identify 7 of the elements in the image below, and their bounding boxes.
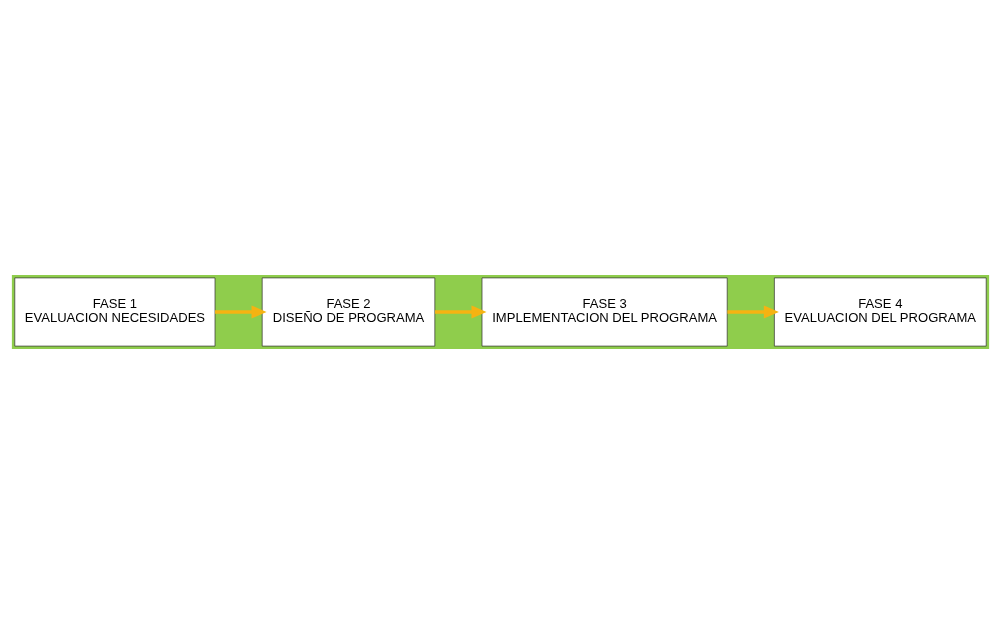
node-box: FASE 2 DISEÑO DE PROGRAMA — [261, 277, 436, 347]
arrow — [435, 305, 487, 319]
node-box: FASE 3 IMPLEMENTACION DEL PROGRAMA — [481, 277, 728, 347]
arrow — [727, 305, 779, 319]
arrow — [215, 305, 267, 319]
node-box: FASE 1 EVALUACION NECESIDADES — [14, 277, 216, 347]
node-box: FASE 4 EVALUACION DEL PROGRAMA — [774, 277, 987, 347]
